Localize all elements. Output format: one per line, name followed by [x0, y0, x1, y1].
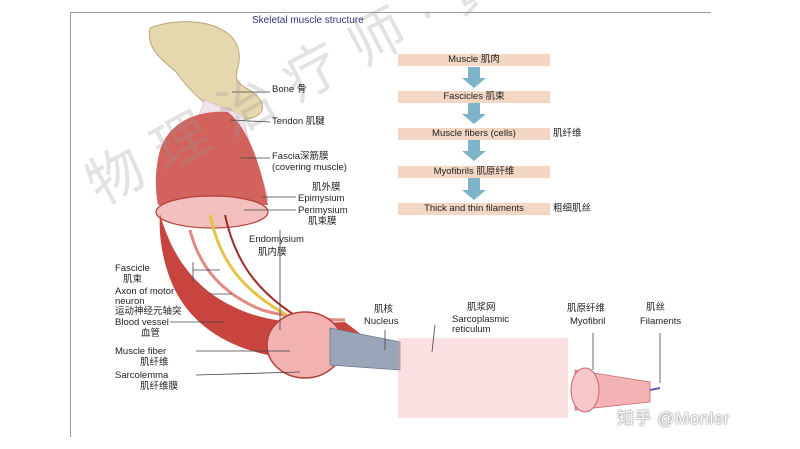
label-axon-cn: 运动神经元轴突	[115, 306, 182, 317]
muscle-belly	[155, 111, 268, 205]
hierarchy-side-muscle-fibers: 肌纤维	[553, 128, 582, 139]
label-blood-vessel: Blood vessel	[115, 317, 169, 328]
hierarchy-box-filaments: Thick and thin filaments	[398, 203, 550, 215]
watermark: 知乎 @Monler	[617, 409, 730, 428]
page-title: Skeletal muscle structure	[252, 15, 364, 26]
arrow-2	[462, 103, 486, 124]
label-muscle-fiber: Muscle fiber	[115, 346, 167, 357]
leader-tendon	[229, 119, 271, 123]
label-endomysium: Endomysium	[249, 234, 304, 245]
label-fascicle-cn: 肌束	[123, 274, 143, 285]
axon-nerve	[208, 214, 301, 324]
hierarchy-box-muscle-fibers: Muscle fibers (cells)	[398, 128, 550, 140]
label-nucleus: Nucleus	[364, 316, 399, 327]
label-axon: Axon of motor	[115, 286, 175, 297]
label-sarcolemma-cn: 肌纤维膜	[140, 381, 179, 392]
arrow-1	[462, 67, 486, 88]
label-axon-2: neuron	[115, 296, 145, 307]
label-epimysium-cn: 肌外膜	[312, 182, 341, 193]
label-sr-cn: 肌浆网	[467, 302, 496, 313]
label-fascicle: Fascicle	[115, 263, 150, 274]
arrow-4	[462, 178, 486, 200]
arrow-3	[462, 140, 486, 161]
myofibril-end	[570, 367, 600, 413]
hierarchy-box-muscle: Muscle 肌肉	[398, 54, 550, 66]
hierarchy-side-filaments: 粗细肌丝	[553, 203, 592, 214]
label-epimysium: Epimysium	[298, 193, 345, 204]
label-muscle-fiber-cn: 肌纤维	[140, 357, 169, 368]
leader-sr	[431, 324, 436, 353]
label-perimysium-cn: 肌束膜	[308, 216, 337, 227]
label-nucleus-cn: 肌核	[374, 304, 394, 315]
label-fascia: Fascia深筋膜	[272, 151, 329, 162]
leader-sarcolemma	[195, 371, 301, 376]
label-perimysium: Perimysium	[298, 205, 348, 216]
label-blood-vessel-cn: 血管	[141, 328, 161, 339]
label-filaments-cn: 肌丝	[646, 302, 666, 313]
label-tendon: Tendon 肌腱	[272, 116, 325, 127]
label-bone: Bone 骨	[272, 84, 307, 95]
hierarchy-box-myofibrils: Myofibrils 肌原纤维	[398, 166, 550, 178]
label-endomysium-cn: 肌内膜	[258, 247, 287, 258]
label-filaments: Filaments	[640, 316, 682, 327]
label-sr: Sarcoplasmic	[452, 314, 510, 325]
label-fascia-desc: (covering muscle)	[272, 162, 347, 173]
hierarchy-box-fascicles: Fascicles 肌束	[398, 91, 550, 103]
label-sr-2: reticulum	[452, 324, 491, 335]
label-myofibril-cn: 肌原纤维	[567, 303, 606, 314]
bone-shape	[148, 21, 263, 121]
myofibril-bundle	[398, 338, 568, 418]
label-sarcolemma: Sarcolemma	[115, 370, 169, 381]
filament-line	[649, 387, 661, 391]
label-myofibril: Myofibril	[570, 316, 606, 327]
sarcolemma-tube	[329, 327, 401, 371]
